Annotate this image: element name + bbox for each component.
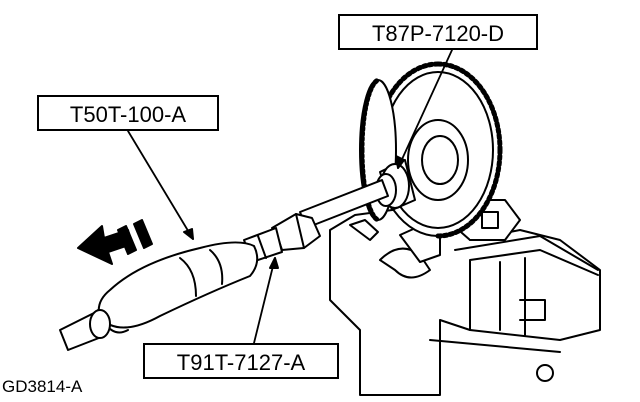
pull-direction-arrow	[77, 219, 153, 265]
vise-fixture	[329, 204, 601, 396]
callout-gear-tool: T87P-7120-D	[338, 14, 538, 50]
figure-id: GD3814-A	[2, 377, 83, 396]
leader-arrowhead-handle-tool	[183, 228, 194, 240]
leader-arrowhead-adapter-tool	[269, 257, 279, 269]
leader-line-adapter-tool	[253, 257, 276, 344]
leader-line-gear-tool	[397, 49, 453, 169]
leader-line-handle-tool	[127, 130, 194, 240]
callout-adapter-tool: T91T-7127-A	[143, 343, 339, 379]
leader-arrowhead-gear-tool	[395, 155, 405, 169]
sprocket-gear	[359, 61, 503, 239]
callout-handle-tool: T50T-100-A	[37, 95, 219, 131]
slide-hammer-handle	[59, 241, 259, 351]
adapter-tool	[271, 213, 321, 251]
